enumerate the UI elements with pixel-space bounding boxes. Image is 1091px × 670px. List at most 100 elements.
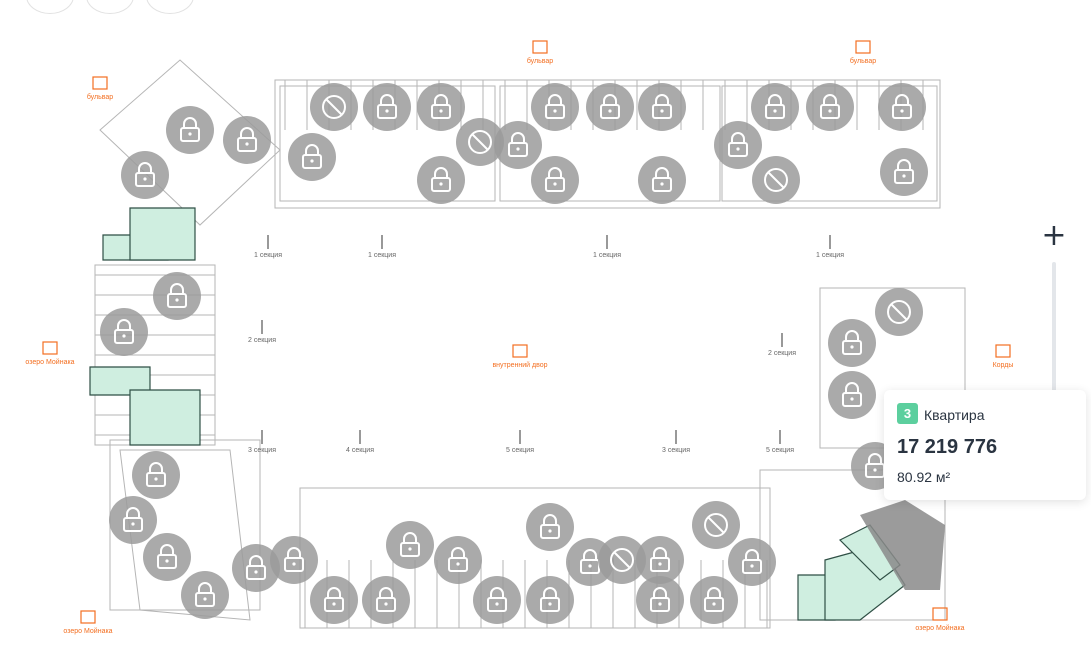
lock-icon — [600, 94, 620, 119]
locked-unit-badge[interactable] — [121, 151, 169, 199]
locked-unit-badge[interactable] — [636, 536, 684, 584]
locked-unit-badge[interactable] — [880, 148, 928, 196]
locked-unit-badge[interactable] — [417, 83, 465, 131]
locked-unit-badge[interactable] — [531, 83, 579, 131]
locked-unit-badge[interactable] — [223, 116, 271, 164]
no-entry-icon — [887, 300, 911, 324]
lock-icon — [892, 94, 912, 119]
label-bottom_left_nav: озеро Мойнака — [63, 627, 112, 635]
locked-unit-badge[interactable] — [636, 576, 684, 624]
locked-unit-badge[interactable] — [434, 536, 482, 584]
locked-unit-badge[interactable] — [143, 533, 191, 581]
lock-icon — [545, 167, 565, 192]
label-entrance_c: 1 секция — [593, 252, 621, 259]
lock-icon — [842, 382, 862, 407]
lock-icon — [123, 507, 143, 532]
locked-unit-badge[interactable] — [232, 544, 280, 592]
label-bottom_right_nav: озеро Мойнака — [915, 624, 964, 632]
locked-unit-badge[interactable] — [288, 133, 336, 181]
sold-unit-badge[interactable] — [598, 536, 646, 584]
locked-unit-badge[interactable] — [310, 576, 358, 624]
locked-unit-badge[interactable] — [153, 272, 201, 320]
label-top_left_nav: бульвар — [87, 93, 113, 101]
no-entry-icon — [322, 95, 346, 119]
sold-unit-badge[interactable] — [310, 83, 358, 131]
zoom-in-button[interactable]: + — [1041, 218, 1067, 253]
locked-unit-badge[interactable] — [386, 521, 434, 569]
apartment-area: 80.92 м² — [897, 469, 951, 485]
locked-unit-badge[interactable] — [806, 83, 854, 131]
no-entry-icon — [704, 513, 728, 537]
locked-unit-badge[interactable] — [714, 121, 762, 169]
locked-unit-badge[interactable] — [828, 319, 876, 367]
locked-unit-badge[interactable] — [109, 496, 157, 544]
lock-icon — [167, 283, 187, 308]
locked-unit-badge[interactable] — [690, 576, 738, 624]
sold-unit-badge[interactable] — [456, 118, 504, 166]
locked-unit-badge[interactable] — [878, 83, 926, 131]
locked-unit-badge[interactable] — [638, 156, 686, 204]
locked-unit-badge[interactable] — [132, 451, 180, 499]
locked-unit-badge[interactable] — [473, 576, 521, 624]
locked-unit-badge[interactable] — [270, 536, 318, 584]
location-icon — [995, 344, 1011, 358]
lock-icon — [842, 330, 862, 355]
label-entrance_h: 5 секция — [506, 447, 534, 454]
sold-unit-badge[interactable] — [875, 288, 923, 336]
sold-unit-badge[interactable] — [752, 156, 800, 204]
lock-icon — [302, 144, 322, 169]
lock-icon — [284, 547, 304, 572]
lock-icon — [545, 94, 565, 119]
lock-icon — [195, 582, 215, 607]
lock-icon — [652, 167, 672, 192]
locked-unit-badge[interactable] — [417, 156, 465, 204]
lock-icon — [820, 94, 840, 119]
lock-icon — [742, 549, 762, 574]
locked-unit-badge[interactable] — [494, 121, 542, 169]
label-entrance_j: 5 секция — [766, 447, 794, 454]
locked-unit-badge[interactable] — [526, 503, 574, 551]
label-entrance_d: 1 секция — [816, 252, 844, 259]
locked-unit-badge[interactable] — [362, 576, 410, 624]
lock-icon — [431, 167, 451, 192]
label-entrance_g: 4 секция — [346, 447, 374, 454]
available-units — [89, 207, 945, 621]
sold-unit-badge[interactable] — [692, 501, 740, 549]
locked-unit-badge[interactable] — [638, 83, 686, 131]
locked-unit-badge[interactable] — [586, 83, 634, 131]
label-entrance_f: 3 секция — [248, 447, 276, 454]
lock-icon — [431, 94, 451, 119]
label-left_mid_nav: озеро Мойнака — [25, 358, 74, 366]
lock-icon — [377, 94, 397, 119]
label-right_mid_nav: Корды — [993, 362, 1014, 369]
locked-unit-badge[interactable] — [751, 83, 799, 131]
lock-icon — [237, 127, 257, 152]
label-entrance_e: 2 секция — [248, 337, 276, 344]
locked-unit-badge[interactable] — [531, 156, 579, 204]
location-icon — [92, 76, 108, 90]
apartment-type: Квартира — [924, 407, 985, 423]
label-center_court: внутренний двор — [492, 361, 547, 369]
lock-icon — [400, 532, 420, 557]
label-entrance_i: 3 секция — [662, 447, 690, 454]
lock-icon — [704, 587, 724, 612]
locked-unit-badge[interactable] — [728, 538, 776, 586]
apartment-card[interactable]: 3 Квартира 17 219 776 80.92 м² — [884, 390, 1086, 500]
rooms-badge: 3 — [897, 403, 918, 424]
locked-unit-badge[interactable] — [363, 83, 411, 131]
locked-unit-badge[interactable] — [828, 371, 876, 419]
lock-icon — [650, 547, 670, 572]
location-icon — [512, 344, 528, 358]
lock-icon — [180, 117, 200, 142]
unit-status-badges — [100, 83, 928, 624]
locked-unit-badge[interactable] — [166, 106, 214, 154]
locked-unit-badge[interactable] — [181, 571, 229, 619]
lock-icon — [246, 555, 266, 580]
locked-unit-badge[interactable] — [526, 576, 574, 624]
label-entrance_b: 1 секция — [368, 252, 396, 259]
lock-icon — [376, 587, 396, 612]
label-top_mid_nav: бульвар — [527, 57, 553, 65]
locked-unit-badge[interactable] — [100, 308, 148, 356]
lock-icon — [652, 94, 672, 119]
